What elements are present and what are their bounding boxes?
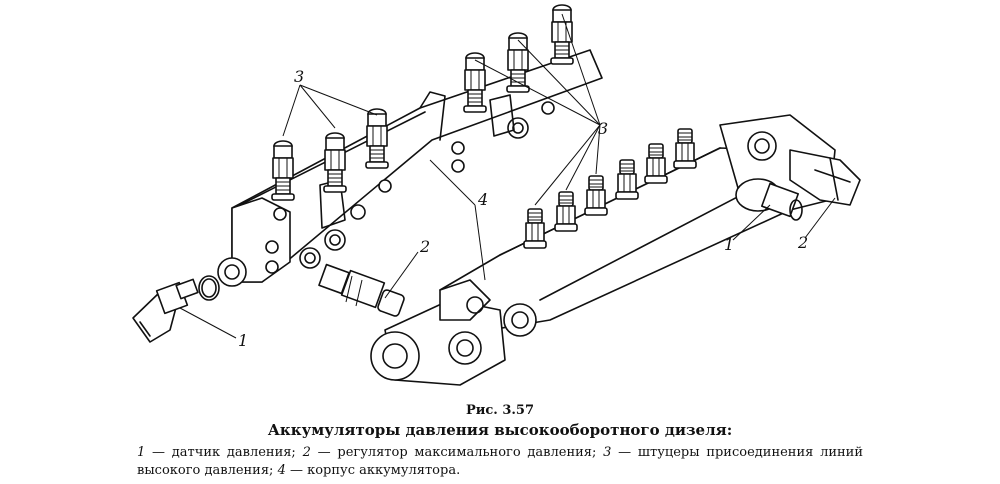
upper-accumulator-rail <box>198 4 603 301</box>
legend-num-4: 4 <box>277 463 286 478</box>
figure-legend: 1 — датчик давления; 2 — регулятор макси… <box>137 444 863 480</box>
callout-1-upper: 1 <box>238 331 248 350</box>
callout-3-upper: 3 <box>294 67 304 86</box>
pressure-sensor-lower <box>735 178 803 221</box>
legend-num-2: 2 <box>302 445 311 460</box>
legend-num-3: 3 <box>603 445 612 460</box>
callout-2-lower: 2 <box>797 233 808 252</box>
figure-number: Рис. 3.57 <box>465 403 535 418</box>
legend-num-1: 1 <box>137 445 146 460</box>
callout-1-lower: 1 <box>724 235 734 254</box>
legend-text-2: — регулятор максимального давления; <box>310 445 604 460</box>
legend-text-3: — штуцеры присоединения линий высокого д… <box>137 445 864 478</box>
callout-lines <box>179 13 836 339</box>
figure-title: Аккумуляторы давления высокооборотного д… <box>267 421 733 439</box>
callout-4: 4 <box>477 190 488 209</box>
legend-text-4: — корпус аккумулятора. <box>285 463 461 478</box>
callout-3-right: 3 <box>598 119 608 138</box>
callout-labels: 3 3 4 1 2 1 2 <box>238 67 808 350</box>
figure-caption: Рис. 3.57 Аккумуляторы давления высокооб… <box>0 402 1000 480</box>
technical-drawing: 3 3 4 1 2 1 2 <box>132 4 861 386</box>
pressure-sensor-upper <box>132 278 199 343</box>
lower-accumulator-rail <box>370 114 836 386</box>
pressure-regulator-upper <box>318 263 405 317</box>
pressure-regulator-lower <box>789 149 861 206</box>
callout-2-upper: 2 <box>419 237 430 256</box>
legend-text-1: — датчик давления; <box>145 445 303 460</box>
